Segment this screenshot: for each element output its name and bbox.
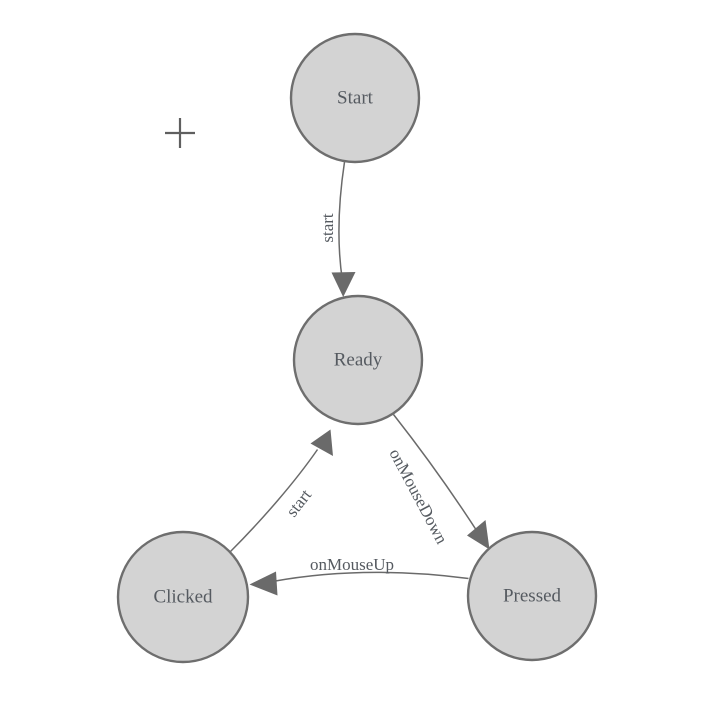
edge-label-ready-to-pressed: onMouseDown: [385, 446, 451, 548]
node-label-start: Start: [337, 87, 374, 108]
edge-path-clicked-to-ready: [228, 449, 319, 554]
arrowhead-into-pressed: [467, 520, 490, 550]
node-label-ready: Ready: [334, 349, 383, 370]
node-label-pressed: Pressed: [503, 585, 562, 606]
node-circle-ready[interactable]: [292, 294, 424, 426]
edge-ready-to-pressed[interactable]: [392, 414, 490, 550]
node-circle-pressed[interactable]: [466, 530, 598, 662]
edge-label-pressed-to-clicked: onMouseUp: [310, 555, 394, 574]
node-clicked[interactable]: Clicked: [116, 530, 250, 664]
node-label-clicked: Clicked: [153, 586, 213, 607]
node-circle-start[interactable]: [289, 32, 421, 164]
edge-pressed-to-clicked[interactable]: [249, 571, 469, 596]
edge-label-start-to-ready: start: [318, 213, 337, 243]
plus-crosshair-icon: [165, 118, 195, 148]
node-circle-clicked[interactable]: [116, 530, 250, 664]
edge-path-pressed-to-clicked: [272, 571, 469, 583]
arrowhead-into-clicked: [249, 571, 278, 596]
edge-path-start-to-ready: [338, 161, 346, 282]
node-pressed[interactable]: Pressed: [466, 530, 598, 662]
edge-start-to-ready[interactable]: [331, 161, 356, 297]
node-start[interactable]: Start: [289, 32, 421, 164]
arrowhead-into-ready-bottomleft: [310, 429, 333, 456]
edge-label-clicked-to-ready: start: [282, 485, 315, 520]
arrowhead-into-ready-top: [331, 272, 356, 297]
edge-clicked-to-ready[interactable]: [228, 429, 334, 554]
node-ready[interactable]: Ready: [292, 294, 424, 426]
edge-path-ready-to-pressed: [392, 414, 481, 536]
